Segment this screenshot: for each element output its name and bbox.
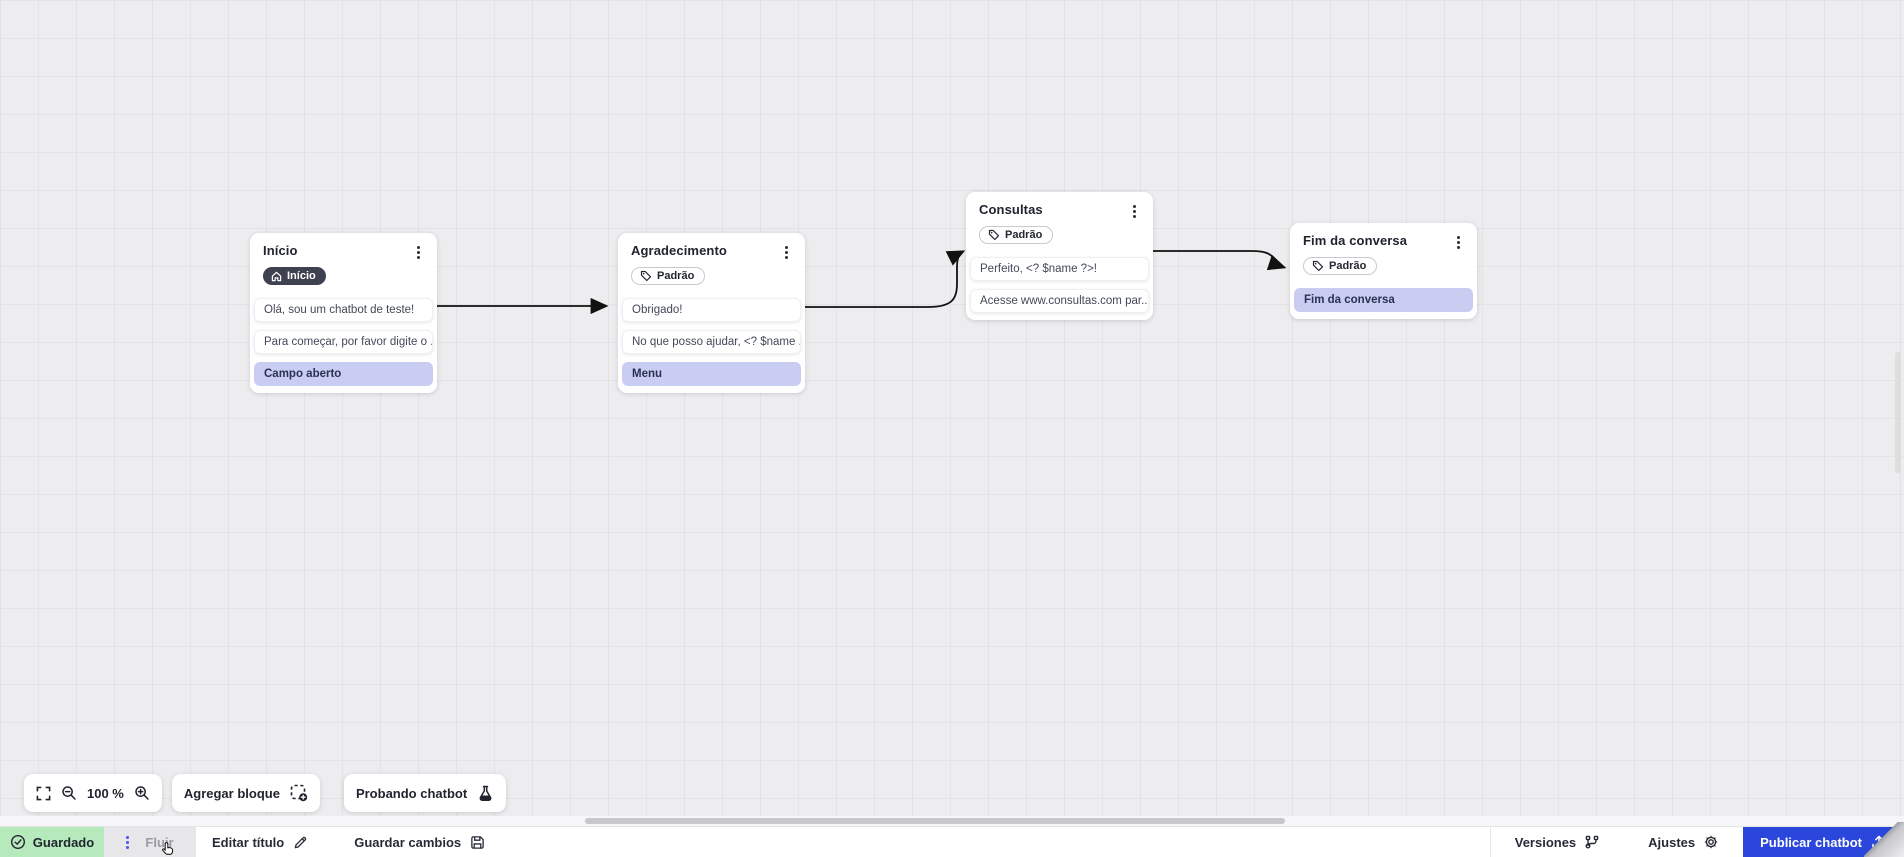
save-icon: [471, 835, 484, 849]
edit-title-button[interactable]: Editar título: [212, 827, 308, 857]
node-header: Fim da conversa: [1294, 233, 1473, 250]
tag-icon: [988, 229, 1000, 241]
upload-icon: [1872, 835, 1886, 849]
node-type-badge: Início: [263, 267, 326, 285]
home-icon: [271, 271, 282, 281]
flask-icon: [477, 785, 494, 802]
canvas-toolbar: 100 % Agregar bloque Probando chatbot: [24, 774, 507, 812]
saved-label: Guardado: [32, 834, 95, 850]
versions-button[interactable]: Versiones: [1491, 827, 1624, 857]
node-consultas[interactable]: Consultas Padrão Perfeito, <? $name ?>! …: [966, 192, 1153, 320]
node-menu-icon[interactable]: [1450, 234, 1466, 250]
node-title: Agradecimento: [631, 243, 727, 258]
node-type-badge: Padrão: [1303, 257, 1378, 275]
node-header: Início: [254, 243, 433, 260]
test-chatbot-button[interactable]: Probando chatbot: [343, 774, 507, 812]
save-changes-button[interactable]: Guardar cambios: [354, 827, 485, 857]
message-bubble[interactable]: Perfeito, <? $name ?>!: [970, 257, 1149, 281]
message-bubble[interactable]: Para começar, por favor digite o ...: [254, 329, 433, 354]
gear-icon: [1704, 835, 1718, 849]
tab-flow[interactable]: Fluir: [104, 827, 196, 857]
pencil-icon: [294, 836, 307, 848]
settings-button[interactable]: Ajustes: [1624, 827, 1743, 857]
node-type-badge: Padrão: [979, 226, 1054, 244]
zoom-in-icon[interactable]: [134, 785, 150, 801]
edge-agradecimento-consultas: [805, 250, 966, 308]
node-inicio[interactable]: Início Início Olá, sou um chatbot de tes…: [250, 233, 437, 393]
node-fim-da-conversa[interactable]: Fim da conversa Padrão Fim da conversa: [1290, 223, 1477, 319]
drag-handle-icon[interactable]: [126, 835, 130, 849]
end-conversation-block[interactable]: Fim da conversa: [1294, 288, 1473, 312]
node-type-badge: Padrão: [631, 267, 706, 285]
message-bubble[interactable]: No que posso ajudar, <? $name ...: [622, 330, 801, 354]
node-menu-icon[interactable]: [778, 244, 794, 260]
horizontal-scrollbar[interactable]: [0, 816, 1904, 826]
horizontal-scrollbar-thumb[interactable]: [585, 818, 1285, 824]
message-bubble[interactable]: Acesse www.consultas.com par...: [970, 289, 1149, 313]
node-header: Consultas: [970, 202, 1149, 219]
add-block-icon: [290, 784, 308, 802]
zoom-out-icon[interactable]: [61, 785, 77, 801]
vertical-scrollbar-thumb[interactable]: [1895, 352, 1901, 473]
add-block-button[interactable]: Agregar bloque: [171, 774, 320, 812]
tag-icon: [640, 270, 652, 282]
test-chatbot-label: Probando chatbot: [355, 785, 468, 801]
git-branch-icon: [1585, 835, 1599, 849]
node-title: Início: [263, 243, 298, 258]
edge-consultas-fim: [1153, 250, 1287, 271]
saved-status-badge: Guardado: [0, 827, 104, 857]
add-block-label: Agregar bloque: [183, 785, 280, 801]
status-bar-right: Versiones Ajustes Publicar chatbot: [1489, 827, 1904, 857]
zoom-controls: 100 %: [24, 774, 162, 812]
publish-chatbot-button[interactable]: Publicar chatbot: [1743, 827, 1904, 857]
node-title: Consultas: [979, 202, 1043, 217]
check-circle-icon: [10, 834, 25, 850]
tag-icon: [1312, 260, 1324, 272]
flow-tab-label: Fluir: [145, 834, 174, 850]
node-menu-icon[interactable]: [1126, 203, 1142, 219]
status-bar: Guardado Fluir Editar título Guardar cam…: [0, 826, 1904, 857]
open-field-block[interactable]: Campo aberto: [254, 361, 433, 386]
node-menu-icon[interactable]: [410, 244, 426, 260]
zoom-level: 100 %: [87, 785, 124, 801]
fit-screen-icon[interactable]: [36, 786, 51, 801]
message-bubble[interactable]: Olá, sou um chatbot de teste!: [254, 297, 433, 322]
node-title: Fim da conversa: [1303, 233, 1408, 248]
message-bubble[interactable]: Obrigado!: [622, 298, 801, 322]
node-agradecimento[interactable]: Agradecimento Padrão Obrigado! No que po…: [618, 233, 805, 393]
node-header: Agradecimento: [622, 243, 801, 260]
menu-block[interactable]: Menu: [622, 362, 801, 386]
